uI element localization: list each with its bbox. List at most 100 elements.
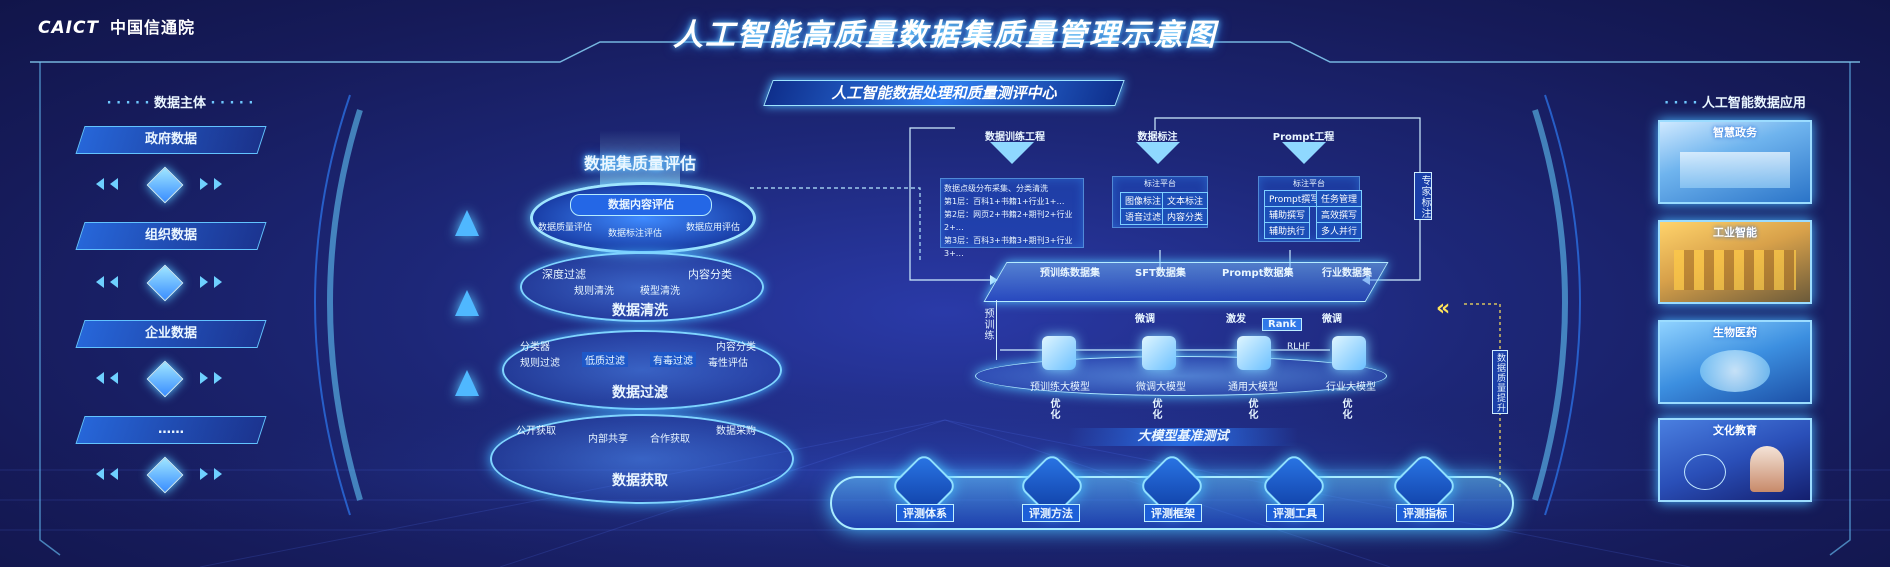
source-org-icons	[88, 262, 238, 302]
chevron-left-icon	[110, 372, 118, 384]
feedback-line	[1464, 303, 1501, 490]
globe-icon	[1684, 454, 1726, 490]
layer-tag: 规则清洗	[574, 286, 614, 297]
server-icon	[146, 166, 184, 204]
molecule-icon	[1700, 350, 1770, 392]
app-label: 工业智能	[1713, 226, 1757, 239]
optimize-label: 优化	[1150, 398, 1161, 420]
user-icon	[1237, 336, 1271, 370]
feedback-label: 数据质量提升	[1495, 353, 1505, 413]
feedback-label-box: 数据质量提升	[1492, 350, 1508, 414]
expert-label-box: 专家标注	[1414, 172, 1432, 220]
model-label: 预训练大模型	[1030, 382, 1090, 393]
source-org: 组织数据	[75, 222, 267, 250]
layer-name: 数据清洗	[612, 303, 668, 319]
evaluation-item: 评测工具	[1266, 504, 1324, 522]
chevron-left-icon	[110, 178, 118, 190]
optimize-label: 优化	[1246, 398, 1257, 420]
layer-tag: 模型清洗	[640, 286, 680, 297]
training-line: 第3层：百科3+书籍3+期刊3+行业3+…	[944, 236, 1073, 258]
action-label: 微调	[1135, 314, 1155, 325]
left-panel-title: · · · · · 数据主体 · · · · ·	[106, 96, 254, 111]
top-ring-tag: 数据标注评估	[608, 229, 663, 239]
chevron-left-icon	[96, 276, 104, 288]
model-label: 通用大模型	[1228, 382, 1278, 393]
prompt-chip: 多人并行	[1316, 222, 1363, 239]
chevron-left-icon	[96, 372, 104, 384]
source-gov-icons	[88, 164, 238, 204]
platform-label: 标注平台	[1144, 179, 1176, 188]
top-ring-tag: 数据应用评估	[686, 223, 741, 233]
layer-filter-ring	[502, 330, 782, 410]
model-label: 微调大模型	[1136, 382, 1186, 393]
layer-tag: 规则过滤	[520, 358, 560, 369]
logo: CAICT 中国信通院	[38, 14, 195, 38]
layer-tag: 毒性评估	[708, 358, 748, 369]
cube-icon	[146, 264, 184, 302]
evaluation-banner: 大模型基准测试	[1068, 428, 1298, 446]
evaluation-item: 评测框架	[1144, 504, 1202, 522]
arrow-up-icon	[455, 210, 479, 236]
layer-tag: 内部共享	[588, 434, 628, 445]
layer-tag: 有毒过滤	[650, 352, 696, 367]
source-enterprise: 企业数据	[75, 320, 267, 348]
expert-label: 专家标注	[1419, 175, 1430, 219]
dataset-label: SFT数据集	[1135, 268, 1186, 279]
prompt-chip: 高效撰写	[1316, 206, 1363, 223]
annotation-chip: 语音过滤	[1120, 208, 1167, 225]
action-label: 微调	[1322, 314, 1342, 325]
dataset-label: Prompt数据集	[1222, 268, 1294, 279]
training-line: 数据点级分布采集、分类清洗	[944, 184, 1048, 193]
chart-icon	[1042, 336, 1076, 370]
process-title: 数据训练工程	[985, 132, 1045, 143]
quality-pyramid: 数据集质量评估 数据内容评估 数据质量评估 数据标注评估 数据应用评估 深度过滤…	[490, 130, 794, 510]
layer-tag: 公开获取	[516, 426, 556, 437]
logo-latin: CAICT	[38, 18, 100, 38]
funnel-icon	[1136, 142, 1180, 164]
top-ring	[530, 182, 756, 254]
source-more: ……	[75, 416, 267, 444]
building-icon	[1680, 152, 1790, 188]
person-icon	[1750, 446, 1784, 492]
chevron-right-icon	[214, 276, 222, 288]
layer-name: 数据过滤	[612, 385, 668, 401]
evaluation-item: 评测方法	[1022, 504, 1080, 522]
dataset-label: 预训练数据集	[1040, 268, 1100, 279]
chevron-right-icon	[214, 178, 222, 190]
layer-tag: 数据采购	[716, 426, 756, 437]
training-line: 第2层：网页2+书籍2+期刊2+行业2+…	[944, 210, 1073, 232]
layer-tag: 深度过滤	[542, 268, 586, 281]
chevron-left-icon	[110, 468, 118, 480]
prompt-chip: 辅助执行	[1264, 222, 1311, 239]
funnel-icon	[990, 142, 1034, 164]
annotation-chip: 文本标注	[1162, 192, 1209, 209]
app-card-bio: 生物医药	[1658, 320, 1812, 404]
brain-icon	[1142, 336, 1176, 370]
action-label: 激发	[1226, 314, 1246, 325]
optimize-label: 优化	[1048, 398, 1059, 420]
platform-label: 标注平台	[1293, 179, 1325, 188]
rank-badge: Rank	[1262, 318, 1303, 331]
layer-acquire-ring	[490, 414, 794, 504]
annotation-chip: 图像标注	[1120, 192, 1167, 209]
layer-tag: 内容分类	[716, 342, 756, 353]
rlhf-label: RLHF	[1287, 342, 1311, 352]
layer-clean-ring	[520, 252, 764, 322]
pretrain-line	[996, 300, 997, 360]
left-panel: · · · · · 数据主体 · · · · ·	[60, 92, 300, 512]
optimize-label: 优化	[1340, 398, 1351, 420]
model-label: 行业大模型	[1326, 382, 1376, 393]
evaluation-item: 评测指标	[1396, 504, 1454, 522]
layer-tag: 合作获取	[650, 434, 690, 445]
pretrain-vertical-label: 预训练	[982, 308, 993, 341]
funnel-icon	[1282, 142, 1326, 164]
chevron-left-icon	[110, 276, 118, 288]
app-card-edu: 文化教育	[1658, 418, 1812, 502]
top-ring-label: 数据内容评估	[570, 194, 712, 216]
light-beam	[600, 130, 680, 190]
annotation-chip: 内容分类	[1162, 208, 1209, 225]
layer-name: 数据获取	[612, 473, 668, 489]
evaluation-item: 评测体系	[896, 504, 954, 522]
